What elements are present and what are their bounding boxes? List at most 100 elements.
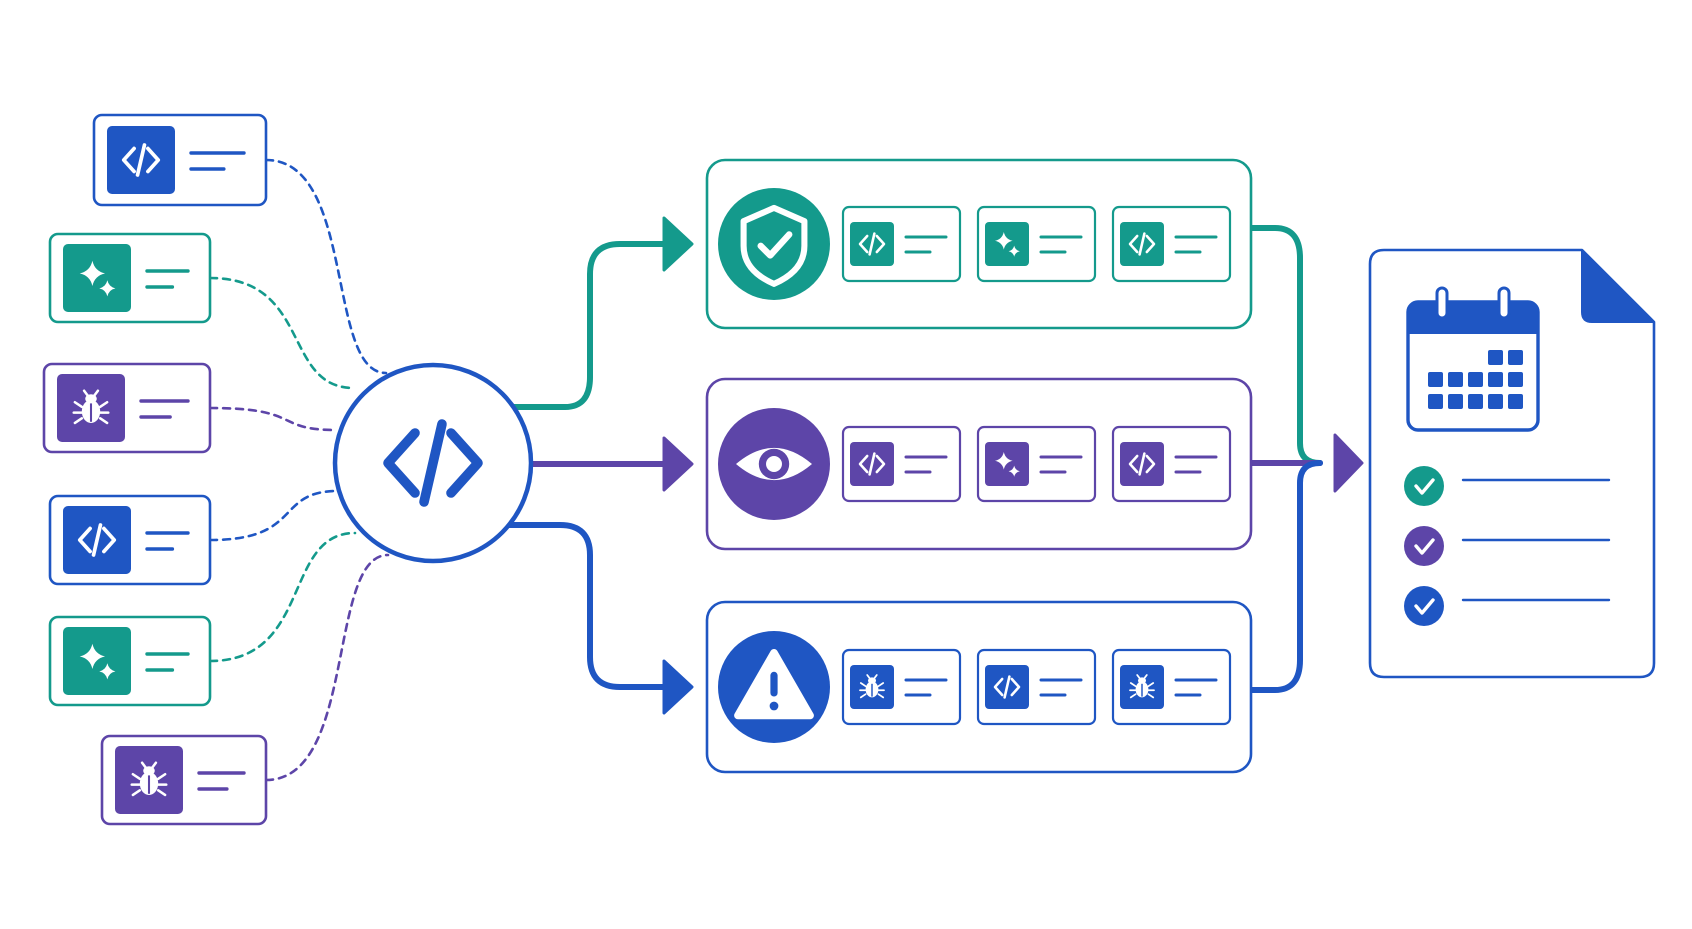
calendar-day: [1448, 372, 1463, 387]
code-bracket-right: [446, 428, 483, 498]
code-bracket-right: [1145, 454, 1156, 474]
bug-head: [143, 766, 155, 776]
lane-review[interactable]: [705, 377, 1253, 551]
code-slash: [419, 419, 447, 507]
code-slash: [1138, 452, 1146, 476]
dashed-connector: [208, 406, 338, 432]
code-slash: [868, 452, 876, 476]
lane-item-card[interactable]: [1111, 425, 1232, 503]
eye-icon: [736, 447, 812, 481]
shield-check: [757, 231, 793, 259]
code-slash: [868, 232, 876, 256]
checklist-item[interactable]: [1404, 466, 1611, 506]
input-chip[interactable]: [48, 232, 212, 324]
warning-icon: [734, 648, 814, 720]
lane-item-badge: [985, 442, 1029, 486]
dashed-connector: [264, 158, 388, 375]
calendar-icon: [1406, 286, 1540, 432]
bug-head: [85, 394, 97, 404]
input-chip[interactable]: [48, 615, 212, 707]
node-layer: [42, 113, 1656, 826]
calendar-day: [1488, 350, 1503, 365]
code-bracket-left: [77, 526, 92, 554]
code-bracket-right: [875, 454, 886, 474]
sparkle-large: [79, 643, 106, 670]
bug-icon: [859, 674, 885, 699]
lane-verified[interactable]: [705, 158, 1253, 330]
check-circle: [1404, 466, 1444, 506]
code-icon: [77, 523, 117, 557]
sparkle-small: [99, 280, 116, 297]
code-bracket-right: [146, 146, 161, 174]
calendar-day: [1508, 350, 1523, 365]
input-chip[interactable]: [48, 494, 212, 586]
arrow-head: [662, 216, 694, 272]
code-icon: [858, 452, 886, 476]
calendar-day: [1448, 394, 1463, 409]
bug-legs: [859, 674, 885, 699]
lane-item-card[interactable]: [1111, 205, 1232, 283]
bug-icon: [130, 761, 168, 797]
code-icon: [1128, 452, 1156, 476]
lane-warning[interactable]: [705, 600, 1253, 774]
check-icon: [1414, 538, 1435, 555]
input-chip-badge: [63, 244, 131, 312]
arrow-head: [1333, 433, 1364, 493]
code-bracket-left: [858, 454, 869, 474]
code-bracket-right: [1010, 677, 1021, 697]
code-bracket-left: [121, 146, 136, 174]
bug-icon: [1129, 674, 1155, 699]
sparkle-large: [995, 232, 1013, 250]
calendar-day: [1468, 372, 1483, 387]
lane-item-badge: [985, 222, 1029, 266]
shield-outline: [740, 204, 808, 287]
input-chip[interactable]: [92, 113, 268, 207]
dashed-connector: [208, 489, 340, 542]
bug-legs: [1129, 674, 1155, 699]
bug-legs: [130, 761, 168, 797]
bug-head: [868, 677, 876, 684]
input-chip[interactable]: [42, 362, 212, 454]
calendar-day: [1508, 372, 1523, 387]
warning-mark: [770, 671, 778, 697]
sparkle-icon: [995, 232, 1020, 257]
code-bracket-left: [1128, 454, 1139, 474]
lane-item-card[interactable]: [841, 205, 962, 283]
checklist-item[interactable]: [1404, 586, 1611, 626]
code-slash: [1138, 232, 1146, 256]
lane-item-card[interactable]: [841, 425, 962, 503]
calendar-ring: [1497, 286, 1511, 320]
lane-badge: [718, 188, 830, 300]
dashed-connector: [208, 276, 356, 390]
input-chip[interactable]: [100, 734, 268, 826]
dashed-connector: [264, 553, 390, 782]
sparkle-small: [99, 663, 116, 680]
output-connector: [1248, 460, 1323, 693]
code-icon: [383, 419, 483, 507]
code-slash: [1003, 675, 1011, 699]
checklist-item[interactable]: [1404, 526, 1611, 566]
dashed-connector: [208, 531, 357, 663]
lane-item-card[interactable]: [976, 425, 1097, 503]
sparkle-large: [79, 260, 106, 287]
check-icon: [1414, 478, 1435, 495]
lane-item-card[interactable]: [976, 205, 1097, 283]
code-slash: [91, 523, 103, 557]
calendar-day: [1508, 394, 1523, 409]
calendar-day: [1488, 372, 1503, 387]
eye-pupil: [766, 456, 782, 472]
arrow-head: [662, 436, 694, 492]
check-circle: [1404, 526, 1444, 566]
lane-connector: [508, 241, 675, 410]
lane-item-card[interactable]: [841, 648, 962, 726]
sparkle-icon: [79, 260, 116, 297]
code-bracket-left: [383, 428, 420, 498]
code-bracket-left: [1128, 234, 1139, 254]
hub-node[interactable]: [332, 362, 534, 564]
output-document[interactable]: [1368, 248, 1656, 679]
calendar-day: [1428, 394, 1443, 409]
lane-item-card[interactable]: [976, 648, 1097, 726]
document-fold: [1581, 249, 1655, 323]
connector-layer: [208, 158, 1364, 782]
lane-item-card[interactable]: [1111, 648, 1232, 726]
